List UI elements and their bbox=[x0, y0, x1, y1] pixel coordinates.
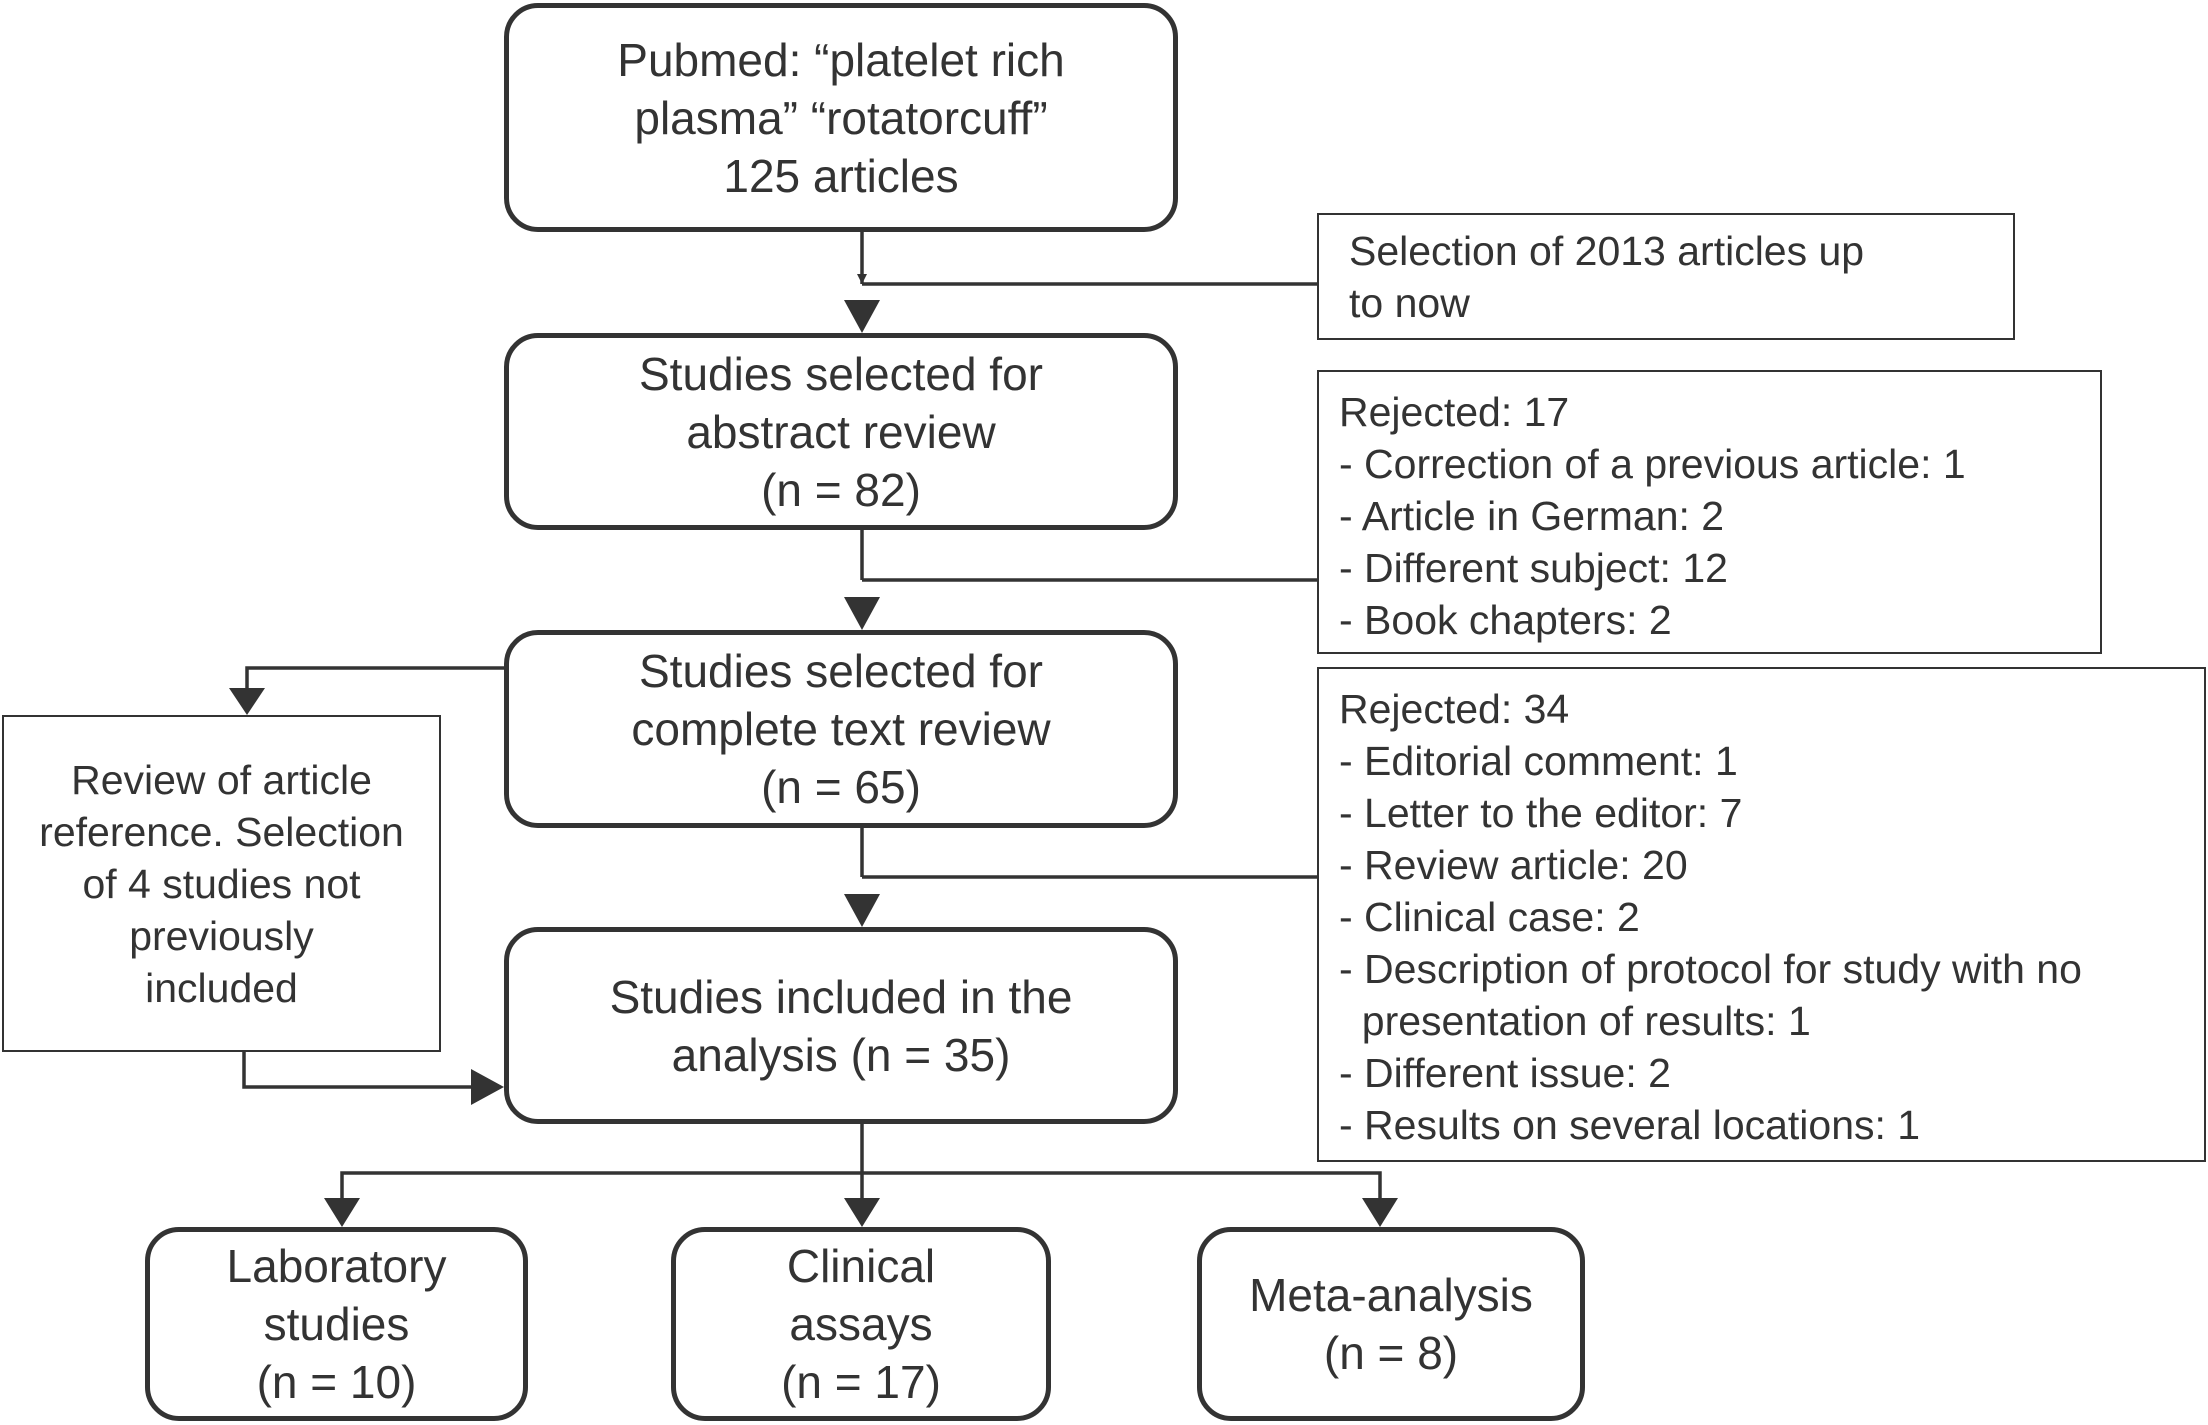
rejected-full-text-item: - Clinical case: 2 bbox=[1339, 894, 1640, 940]
rejected-full-text-item-continued: presentation of results: 1 bbox=[1339, 998, 1811, 1044]
included-box: Studies included in the analysis (n = 35… bbox=[504, 927, 1178, 1124]
arrowhead-reference bbox=[229, 688, 265, 715]
reference-review-line-4: previously bbox=[129, 912, 314, 959]
rejected-abstract-total: Rejected: 17 bbox=[1339, 389, 1570, 435]
rejected-full-text-item: - Description of protocol for study with… bbox=[1339, 946, 2082, 992]
rejected-full-text-item: - Letter to the editor: 7 bbox=[1339, 790, 1743, 836]
rejected-full-text-box: Rejected: 34 - Editorial comment: 1 - Le… bbox=[1317, 667, 2206, 1162]
search-line-1: Pubmed: “platelet rich bbox=[617, 33, 1065, 86]
clinical-line-2: assays bbox=[789, 1298, 933, 1350]
full-text-review-line-2: complete text review bbox=[631, 703, 1051, 755]
arrowhead-meta bbox=[1362, 1198, 1398, 1227]
clinical-assays-box: Clinical assays (n = 17) bbox=[671, 1227, 1051, 1421]
connector-fulltext-to-reference bbox=[245, 666, 504, 690]
rejected-abstract-item: - Article in German: 2 bbox=[1339, 493, 1725, 539]
clinical-line-1: Clinical bbox=[786, 1240, 936, 1292]
rejected-abstract-item: - Book chapters: 2 bbox=[1339, 597, 1672, 643]
laboratory-line-2: studies bbox=[263, 1298, 410, 1350]
arrowhead-abstract bbox=[844, 300, 880, 333]
rejected-full-text-item: - Different issue: 2 bbox=[1339, 1050, 1671, 1096]
connector-reference-to-included bbox=[242, 1052, 480, 1089]
arrowhead-included-left bbox=[471, 1069, 504, 1105]
date-filter-box: Selection of 2013 articles up to now bbox=[1317, 213, 2015, 340]
reference-review-line-1: Review of article bbox=[71, 756, 372, 803]
search-line-2: plasma” “rotatorcuff” bbox=[634, 91, 1048, 144]
full-text-review-line-1: Studies selected for bbox=[638, 645, 1043, 697]
meta-analysis-box: Meta-analysis (n = 8) bbox=[1197, 1227, 1585, 1421]
rejected-full-text-item: - Editorial comment: 1 bbox=[1339, 738, 1738, 784]
abstract-review-line-1: Studies selected for bbox=[638, 347, 1043, 400]
full-text-review-count: (n = 65) bbox=[761, 761, 921, 813]
abstract-review-line-2: abstract review bbox=[686, 405, 996, 458]
search-box: Pubmed: “platelet rich plasma” “rotatorc… bbox=[504, 3, 1178, 232]
included-line-2: analysis (n = 35) bbox=[671, 1028, 1011, 1081]
arrowhead-included bbox=[844, 894, 880, 927]
reference-review-line-5: included bbox=[145, 964, 298, 1011]
meta-count: (n = 8) bbox=[1323, 1327, 1459, 1379]
rejected-abstract-item: - Different subject: 12 bbox=[1339, 545, 1728, 591]
arrowhead-clinical bbox=[844, 1198, 880, 1227]
abstract-review-box: Studies selected for abstract review (n … bbox=[504, 333, 1178, 530]
meta-line-1: Meta-analysis bbox=[1249, 1269, 1533, 1321]
rejected-full-text-total: Rejected: 34 bbox=[1339, 686, 1570, 732]
reference-review-box: Review of article reference. Selection o… bbox=[2, 715, 441, 1052]
date-filter-line-1: Selection of 2013 articles up bbox=[1349, 228, 1865, 274]
laboratory-studies-box: Laboratory studies (n = 10) bbox=[145, 1227, 528, 1421]
laboratory-line-1: Laboratory bbox=[226, 1240, 447, 1292]
reference-review-line-3: of 4 studies not bbox=[82, 860, 361, 907]
rejected-full-text-item: - Review article: 20 bbox=[1339, 842, 1688, 888]
laboratory-count: (n = 10) bbox=[256, 1356, 417, 1408]
arrowhead-fulltext bbox=[844, 597, 880, 630]
search-line-3: 125 articles bbox=[723, 149, 959, 202]
rejected-abstract-box: Rejected: 17 - Correction of a previous … bbox=[1317, 370, 2102, 654]
connector-to-laboratory bbox=[340, 1171, 862, 1200]
date-filter-line-2: to now bbox=[1349, 280, 1470, 326]
reference-review-line-2: reference. Selection bbox=[39, 808, 404, 855]
rejected-full-text-item: - Results on several locations: 1 bbox=[1339, 1102, 1921, 1148]
clinical-count: (n = 17) bbox=[781, 1356, 941, 1408]
full-text-review-box: Studies selected for complete text revie… bbox=[504, 630, 1178, 828]
included-line-1: Studies included in the bbox=[609, 970, 1073, 1023]
rejected-abstract-item: - Correction of a previous article: 1 bbox=[1339, 441, 1966, 487]
arrowhead-laboratory bbox=[324, 1198, 360, 1227]
abstract-review-count: (n = 82) bbox=[761, 463, 921, 516]
connector-to-meta bbox=[862, 1171, 1382, 1200]
